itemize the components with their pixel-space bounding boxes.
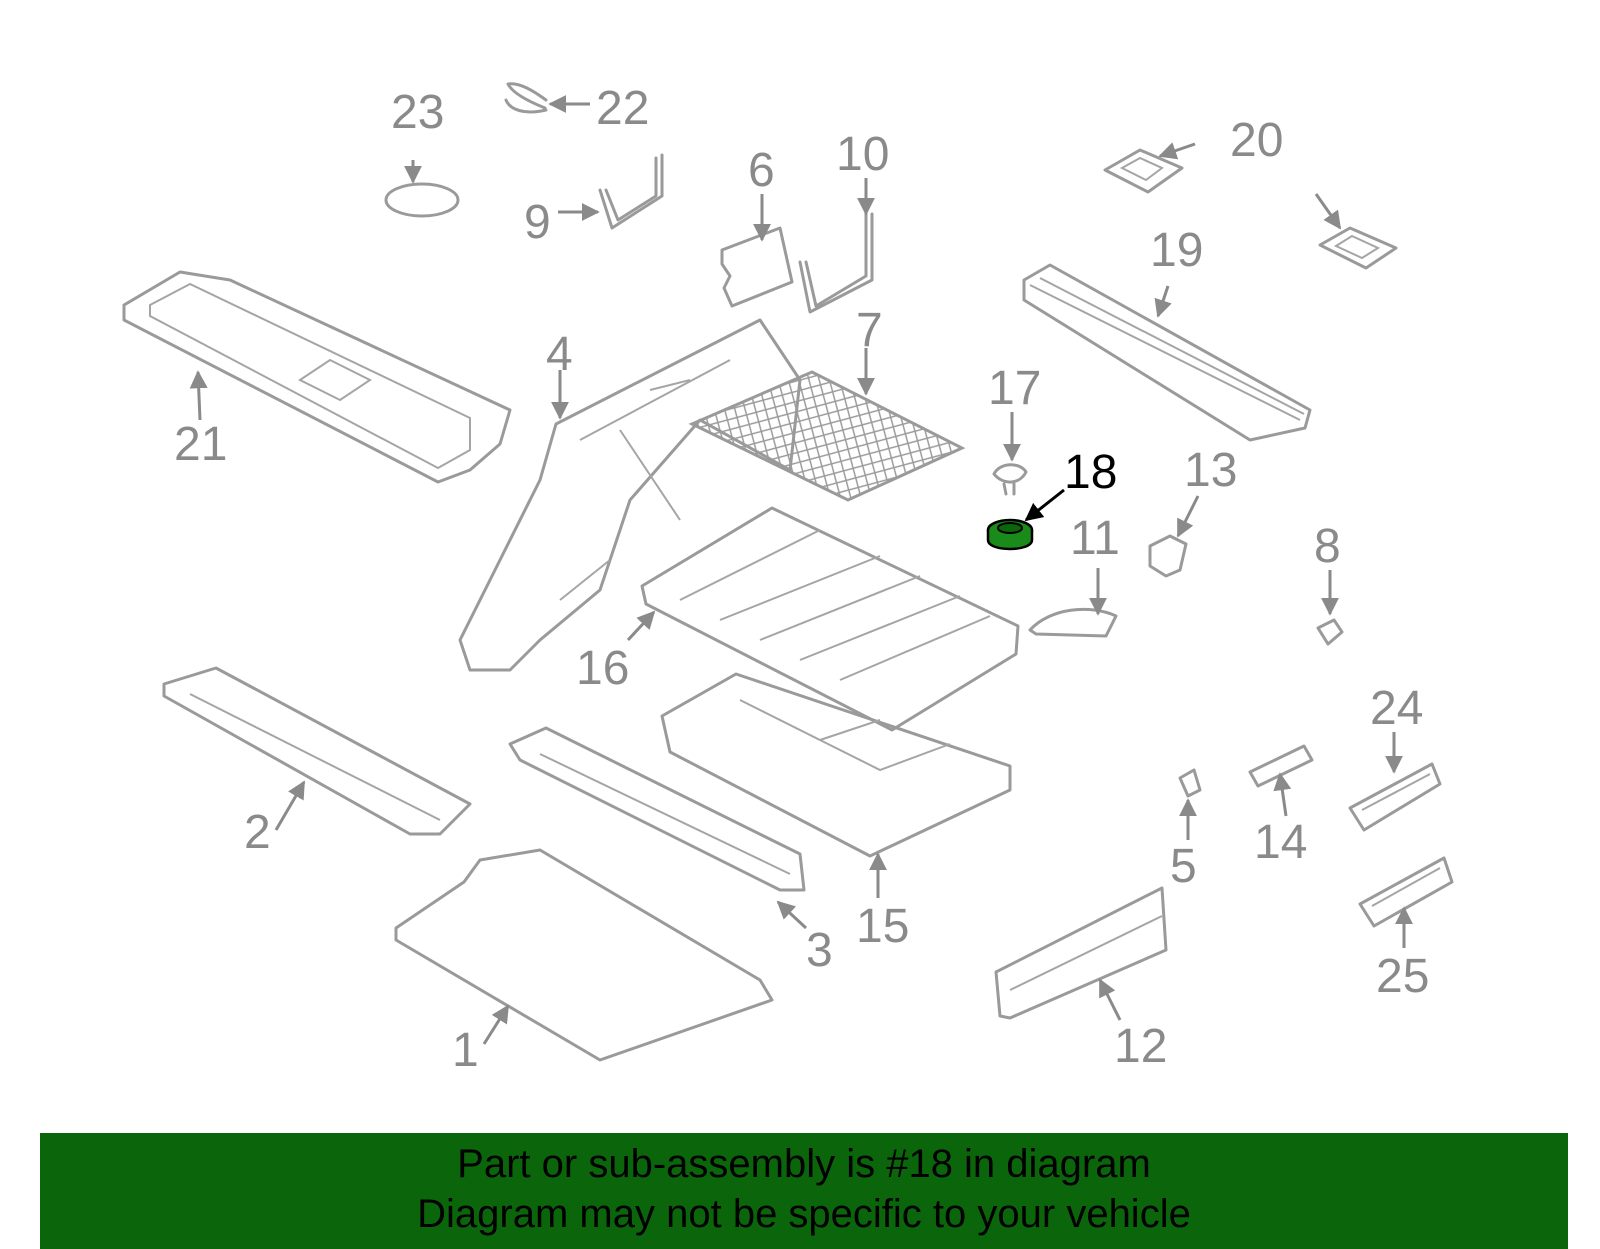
label-9: 9 (524, 196, 551, 249)
part-13-bracket (1148, 495, 1200, 578)
part-2-sill-plate (162, 666, 472, 836)
parts-diagram: 23 22 9 6 10 20 19 4 7 21 17 18 13 11 8 … (122, 82, 1454, 1077)
label-1: 1 (452, 1024, 479, 1077)
part-15-tray (660, 672, 1012, 898)
label-17: 17 (988, 362, 1041, 415)
banner-line-disclaimer: Diagram may not be specific to your vehi… (417, 1192, 1191, 1236)
part-25-vent (1358, 856, 1454, 948)
part-1-floor-mat (394, 848, 774, 1062)
label-16: 16 (576, 642, 629, 695)
label-22: 22 (596, 82, 649, 135)
part-7-cargo-net (688, 348, 966, 502)
part-17-clip (992, 412, 1028, 496)
part-12-storage-box (994, 886, 1168, 1021)
part-24-vent (1348, 732, 1442, 832)
label-19: 19 (1150, 224, 1203, 277)
part-18-grommet (986, 488, 1065, 551)
label-8: 8 (1314, 520, 1341, 573)
label-7: 7 (856, 304, 883, 357)
part-22-clip (504, 82, 590, 114)
label-12: 12 (1114, 1020, 1167, 1073)
part-9-rod (558, 153, 664, 230)
label-5: 5 (1170, 840, 1197, 893)
part-21-shelf (122, 270, 512, 484)
part-4-quarter-trim (458, 318, 802, 672)
part-14-pin (1248, 744, 1314, 817)
label-4: 4 (546, 328, 573, 381)
part-19-sill (1022, 263, 1312, 442)
label-11: 11 (1070, 512, 1120, 565)
part-16-floor-lid (626, 506, 1020, 732)
part-5-clip (1178, 768, 1202, 840)
part-8-clip (1316, 570, 1344, 646)
label-15: 15 (856, 900, 909, 953)
label-3: 3 (806, 924, 833, 977)
part-23-cap (384, 160, 460, 218)
label-23: 23 (391, 86, 444, 139)
label-13: 13 (1184, 444, 1237, 497)
label-20: 20 (1230, 114, 1283, 167)
part-10-rod (798, 178, 875, 314)
label-6: 6 (748, 144, 775, 197)
info-banner: Part or sub-assembly is #18 in diagram D… (40, 1133, 1568, 1249)
label-10: 10 (836, 128, 889, 181)
label-2: 2 (244, 806, 271, 859)
label-21: 21 (174, 418, 227, 471)
part-6-panel (720, 194, 794, 308)
label-24: 24 (1370, 682, 1423, 735)
part-3-rear-panel (508, 726, 808, 930)
label-25: 25 (1376, 950, 1429, 1003)
label-18-highlighted: 18 (1064, 446, 1117, 499)
part-11-cover (1028, 568, 1118, 638)
label-14: 14 (1254, 816, 1307, 869)
banner-line-part: Part or sub-assembly is #18 in diagram (457, 1142, 1151, 1186)
part-20-plates (1103, 142, 1398, 270)
